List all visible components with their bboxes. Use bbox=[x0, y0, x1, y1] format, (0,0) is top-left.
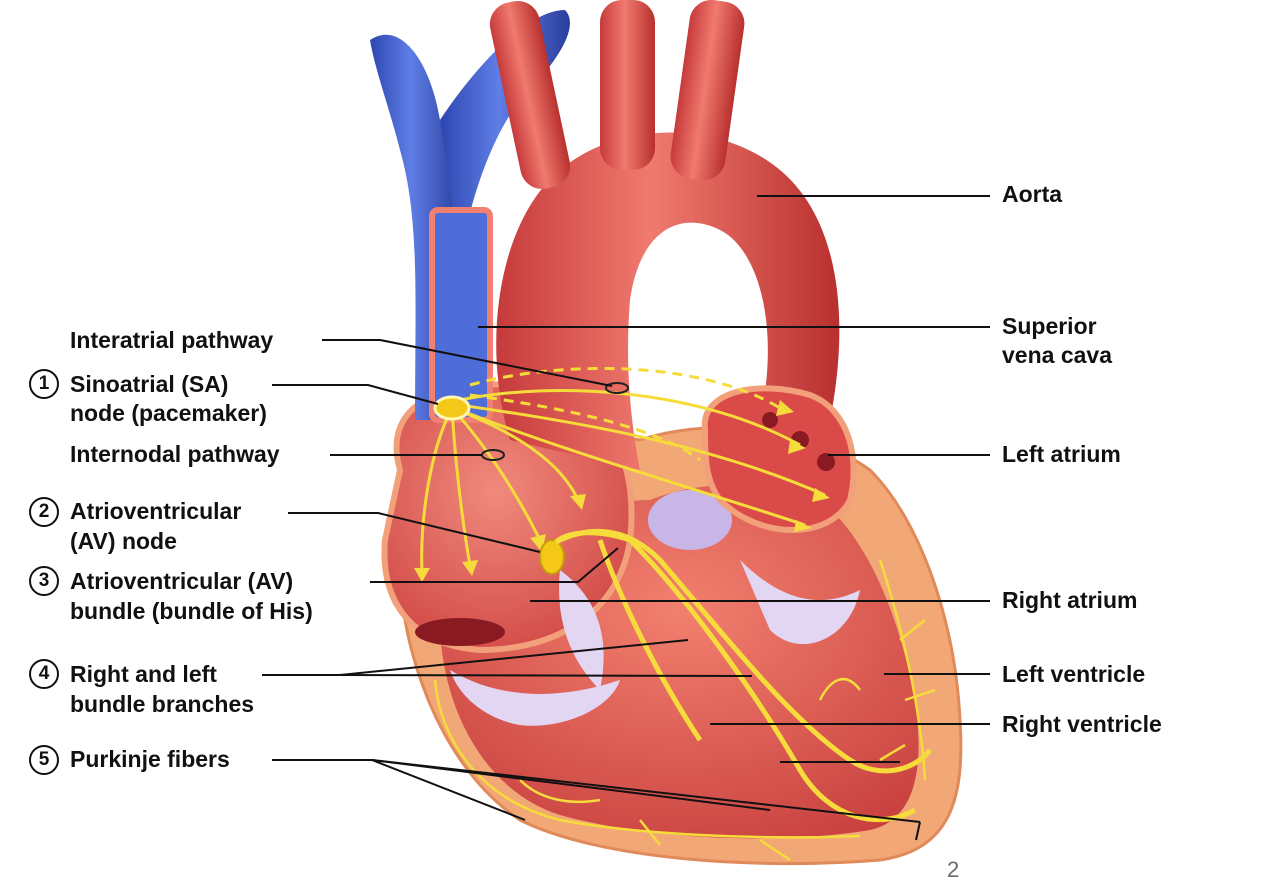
step-1-badge: 1 bbox=[29, 369, 59, 399]
label-left-atrium: Left atrium bbox=[1002, 441, 1121, 467]
bundle-branches bbox=[554, 529, 932, 823]
label-av-node-line2: (AV) node bbox=[70, 528, 177, 554]
label-right-ventricle: Right ventricle bbox=[1002, 711, 1162, 737]
svc-cut-section bbox=[429, 207, 493, 423]
step-2-badge: 2 bbox=[29, 497, 59, 527]
label-svc-line2: vena cava bbox=[1002, 342, 1112, 368]
pulmonary-vein-opening-3 bbox=[762, 412, 778, 428]
valve-leaflets bbox=[450, 670, 620, 726]
label-bundle-branches-line1: Right and left bbox=[70, 661, 217, 687]
sa-node bbox=[433, 395, 471, 421]
label-left-ventricle: Left ventricle bbox=[1002, 661, 1146, 687]
pulmonary-vein-opening-2 bbox=[817, 453, 835, 471]
purkinje-network bbox=[433, 559, 936, 862]
label-av-bundle-line1: Atrioventricular (AV) bbox=[70, 568, 294, 594]
label-interatrial-pathway: Interatrial pathway bbox=[70, 327, 274, 353]
av-node bbox=[539, 539, 565, 575]
aortic-branch-3 bbox=[670, 0, 745, 181]
slide-number: 2 bbox=[947, 857, 960, 882]
leader-lines bbox=[262, 195, 990, 841]
tricuspid-opening bbox=[415, 618, 505, 646]
mitral-leaflets bbox=[740, 560, 860, 645]
label-bundle-branches-line2: bundle branches bbox=[70, 691, 255, 717]
label-purkinje-fibers: Purkinje fibers bbox=[70, 746, 230, 772]
step-5-badge: 5 bbox=[29, 745, 59, 775]
interatrial-dashed bbox=[469, 366, 781, 462]
aortic-branch-1 bbox=[489, 0, 571, 190]
step-4-badge: 4 bbox=[29, 659, 59, 689]
step-3-badge: 3 bbox=[29, 566, 59, 596]
interatrial-pathway-marker bbox=[605, 382, 629, 394]
aortic-arch bbox=[496, 132, 840, 470]
label-svc-line1: Superior bbox=[1002, 313, 1097, 339]
label-sa-node-line2: node (pacemaker) bbox=[70, 400, 267, 426]
label-internodal-pathway: Internodal pathway bbox=[70, 441, 280, 467]
pulmonary-valve bbox=[648, 490, 732, 550]
aortic-branch-2 bbox=[600, 0, 655, 170]
label-sa-node-line1: Sinoatrial (SA) bbox=[70, 371, 229, 397]
arch-opening bbox=[640, 230, 750, 370]
internodal-arrows bbox=[420, 389, 826, 571]
label-aorta: Aorta bbox=[1002, 181, 1063, 207]
label-av-node-line1: Atrioventricular bbox=[70, 498, 242, 524]
label-av-bundle-line2: bundle (bundle of His) bbox=[70, 598, 313, 624]
label-right-atrium: Right atrium bbox=[1002, 587, 1138, 613]
